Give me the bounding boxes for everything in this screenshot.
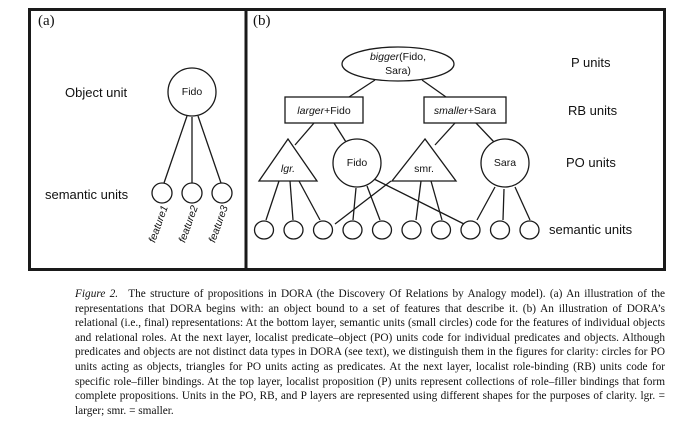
p-node-predicate: bigger bbox=[370, 51, 400, 63]
rb-node-1-filler: +Fido bbox=[324, 105, 351, 117]
rb-node-1-label: larger+Fido bbox=[297, 105, 351, 117]
semantic-unit-b9 bbox=[489, 220, 511, 240]
p-node-label-line1: bigger(Fido, bbox=[370, 51, 426, 63]
figure-number: Figure 2. bbox=[75, 288, 119, 300]
semantic-unit-b1 bbox=[253, 220, 275, 240]
object-unit-label: Object unit bbox=[65, 85, 128, 100]
caption-text: The structure of propositions in DORA (t… bbox=[75, 288, 666, 417]
edge-rb2-sara bbox=[475, 122, 495, 143]
figure-caption: Figure 2. The structure of propositions … bbox=[75, 287, 665, 418]
p-units-label: P units bbox=[571, 55, 611, 70]
po-semantic-edges bbox=[265, 177, 531, 227]
po-node-lgr-triangle bbox=[257, 137, 319, 182]
semantic-unit-a2 bbox=[181, 182, 203, 204]
edge-rb1-fido bbox=[333, 122, 347, 143]
po-node-sara-label: Sara bbox=[494, 157, 516, 169]
edge-rb1-lgr bbox=[294, 122, 315, 146]
edge-fido-feature3 bbox=[197, 115, 222, 184]
semantic-units-label-b: semantic units bbox=[549, 222, 633, 237]
rb-node-smaller-sara bbox=[423, 96, 507, 124]
p-node-args1: (Fido, bbox=[399, 51, 426, 63]
edge-p-rb1 bbox=[348, 79, 376, 98]
object-node-label: Fido bbox=[182, 86, 203, 98]
semantic-unit-a1 bbox=[151, 182, 173, 204]
rb-node-2-role: smaller bbox=[434, 105, 468, 117]
po-node-fido-label: Fido bbox=[347, 157, 368, 169]
p-node-args2: Sara) bbox=[385, 65, 411, 77]
po-node-fido-circle bbox=[332, 138, 382, 188]
semantic-units-label-a: semantic units bbox=[45, 187, 129, 202]
semantic-unit-b7 bbox=[430, 220, 452, 240]
semantic-unit-b5 bbox=[371, 220, 393, 240]
panel-b: (b) P units RB units PO units semantic u… bbox=[253, 13, 633, 240]
po-node-sara-circle bbox=[480, 138, 530, 188]
dora-figure: (a) Object unit semantic units Fido feat… bbox=[28, 8, 666, 271]
po-node-smr-triangle bbox=[390, 137, 458, 182]
edge-p-rb2 bbox=[421, 79, 447, 98]
po-units-label: PO units bbox=[566, 155, 616, 170]
semantic-unit-b3 bbox=[312, 220, 334, 240]
feature3-label: feature3 bbox=[206, 204, 231, 244]
p-node-bigger bbox=[341, 46, 455, 82]
rb-node-1-role: larger bbox=[297, 105, 324, 117]
edge-rb2-smr bbox=[434, 122, 456, 146]
semantic-unit-a3 bbox=[211, 182, 233, 204]
object-node-fido bbox=[167, 67, 217, 117]
semantic-unit-b6 bbox=[401, 220, 422, 240]
po-node-lgr-label: lgr. bbox=[281, 163, 295, 175]
figure-frame bbox=[28, 8, 666, 271]
rb-node-2-label: smaller+Sara bbox=[434, 105, 496, 117]
rb-node-larger-fido bbox=[284, 96, 364, 124]
feature1-label: feature1 bbox=[146, 204, 170, 244]
edge-fido-feature1 bbox=[163, 115, 188, 184]
semantic-unit-b4 bbox=[342, 220, 363, 240]
rb-node-2-filler: +Sara bbox=[468, 105, 496, 117]
semantic-unit-b8 bbox=[460, 220, 481, 240]
feature2-label: feature2 bbox=[176, 204, 201, 244]
po-node-smr-label: smr. bbox=[414, 163, 434, 175]
semantic-unit-b2 bbox=[283, 220, 304, 240]
semantic-unit-b10 bbox=[519, 220, 540, 240]
panel-a-label: (a) bbox=[38, 13, 55, 29]
rb-units-label: RB units bbox=[568, 103, 618, 118]
panel-a: (a) Object unit semantic units Fido feat… bbox=[38, 13, 233, 244]
semantic-units-row bbox=[253, 220, 540, 240]
panel-b-label: (b) bbox=[253, 13, 271, 29]
